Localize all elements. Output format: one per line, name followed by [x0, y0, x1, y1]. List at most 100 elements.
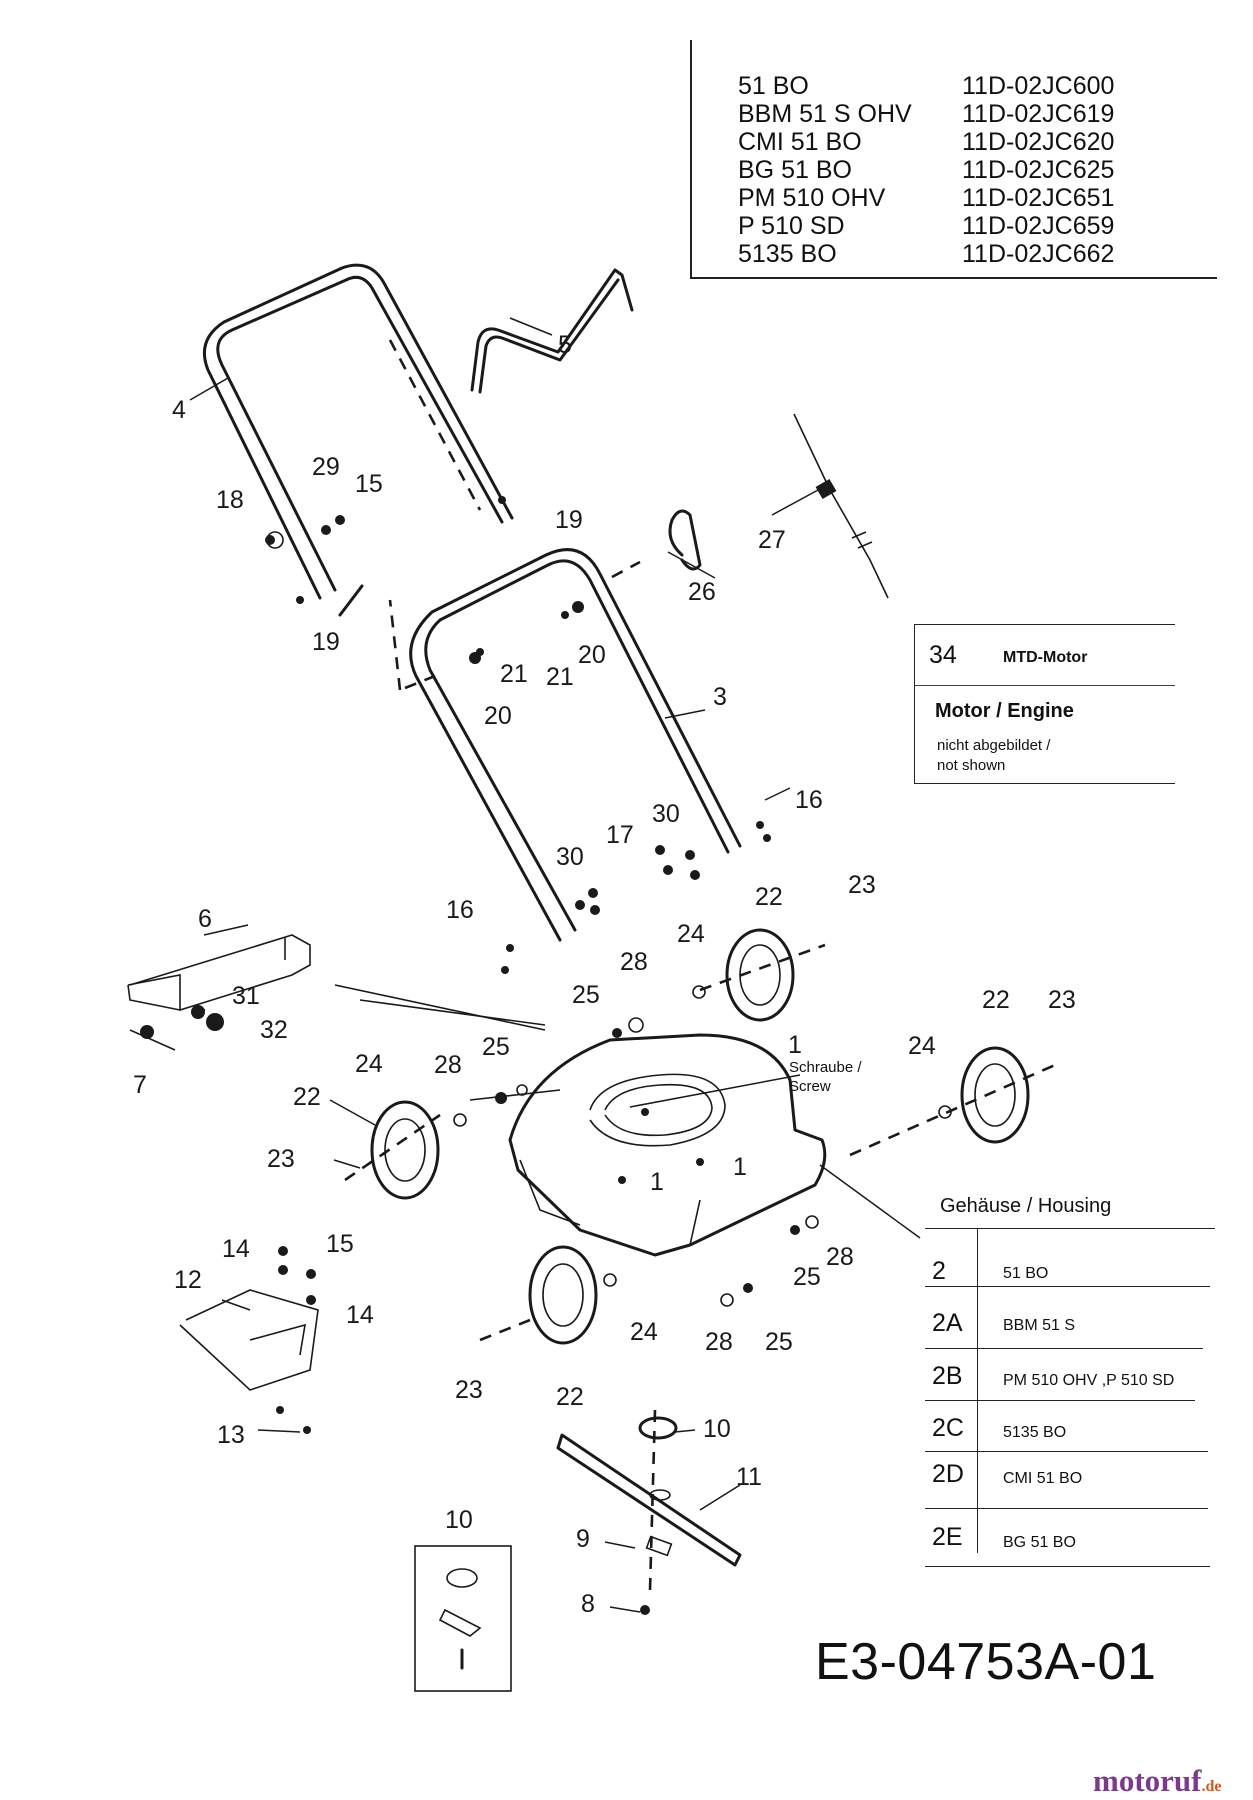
callout-label: 16	[795, 786, 823, 814]
callout-label: 21	[500, 660, 528, 688]
watermark-tld: .de	[1201, 1778, 1222, 1795]
model-code: 11D-02JC659	[962, 212, 1115, 240]
model-name: 5135 BO	[738, 240, 837, 268]
table-rule	[925, 1348, 1203, 1349]
housing-code: 2B	[932, 1362, 963, 1390]
callout-label: 29	[312, 453, 340, 481]
callout-label: 7	[133, 1071, 147, 1099]
callout-label: 25	[572, 981, 600, 1009]
housing-model: PM 510 OHV ,P 510 SD	[1003, 1372, 1175, 1389]
callout-label: 27	[758, 526, 786, 554]
table-rule	[925, 1451, 1208, 1452]
model-code: 11D-02JC625	[962, 156, 1115, 184]
callout-label: 4	[172, 396, 186, 424]
drawing-number: E3-04753A-01	[815, 1633, 1157, 1691]
housing-code: 2A	[932, 1309, 963, 1337]
screw-note-line1: Schraube /	[789, 1059, 862, 1076]
callout-label: 1	[650, 1168, 664, 1196]
callout-label: 28	[620, 948, 648, 976]
screw-note: Schraube / Screw	[789, 1058, 862, 1096]
callout-label: 12	[174, 1266, 202, 1294]
callout-label: 21	[546, 663, 574, 691]
callout-label: 24	[630, 1318, 658, 1346]
model-name: BBM 51 S OHV	[738, 100, 912, 128]
cable-clip-part	[668, 509, 702, 571]
watermark-main: motoruf	[1093, 1763, 1202, 1798]
engine-note-line2: not shown	[937, 757, 1006, 774]
control-bar-part	[470, 268, 634, 394]
housing-model: BBM 51 S	[1003, 1317, 1076, 1334]
model-name: P 510 SD	[738, 212, 845, 240]
callout-label: 30	[556, 843, 584, 871]
callout-label: 28	[826, 1243, 854, 1271]
rear-flap-bracket-part	[127, 934, 311, 1012]
table-column-rule	[977, 1228, 978, 1553]
screw-note-line2: Screw	[789, 1078, 831, 1095]
callout-label: 18	[216, 486, 244, 514]
callout-label: 25	[765, 1328, 793, 1356]
mulch-plug-part	[179, 1289, 319, 1391]
callout-label: 22	[755, 883, 783, 911]
housing-code: 2C	[932, 1414, 964, 1442]
callout-label: 17	[606, 821, 634, 849]
callout-label: 15	[355, 470, 383, 498]
engine-box-divider	[915, 685, 1175, 686]
callout-label: 23	[267, 1145, 295, 1173]
engine-info-box: 34 MTD-Motor Motor / Engine nicht abgebi…	[914, 624, 1175, 784]
blade-adapter-part	[638, 1416, 678, 1557]
model-name: PM 510 OHV	[738, 184, 886, 212]
callout-label: 28	[705, 1328, 733, 1356]
housing-model: 51 BO	[1003, 1265, 1049, 1282]
model-code: 11D-02JC662	[962, 240, 1115, 268]
callout-label: 28	[434, 1051, 462, 1079]
model-code: 11D-02JC620	[962, 128, 1115, 156]
table-rule	[925, 1566, 1210, 1567]
callout-label: 15	[326, 1230, 354, 1258]
model-code: 11D-02JC619	[962, 100, 1115, 128]
callout-label: 9	[576, 1525, 590, 1553]
model-name: 51 BO	[738, 72, 809, 100]
housing-variant-table: Gehäuse / Housing 2 51 BO 2A BBM 51 S 2B…	[925, 1185, 1215, 1567]
blade-part	[556, 1433, 742, 1567]
lower-handle-part	[388, 548, 742, 942]
callout-label: 23	[1048, 986, 1076, 1014]
callout-label: 24	[908, 1032, 936, 1060]
engine-part-number: 34	[929, 641, 957, 669]
housing-model: BG 51 BO	[1003, 1534, 1076, 1551]
model-name: BG 51 BO	[738, 156, 852, 184]
model-number-table: 51 BO 11D-02JC600 BBM 51 S OHV 11D-02JC6…	[690, 40, 1217, 279]
callout-label: 19	[312, 628, 340, 656]
wheel-part	[370, 928, 1030, 1345]
callout-label: 32	[260, 1016, 288, 1044]
callout-label: 22	[293, 1083, 321, 1111]
callout-label: 14	[346, 1301, 374, 1329]
adapter-kit-inset	[414, 1545, 512, 1692]
callout-label: 10	[703, 1415, 731, 1443]
callout-numbers: 4 5 29 15 18 19 19 27 26 21 21 20 20 3 3…	[133, 331, 1076, 1618]
callout-label: 20	[578, 641, 606, 669]
callout-label: 30	[652, 800, 680, 828]
leader-lines	[189, 317, 921, 1613]
callout-label: 19	[555, 506, 583, 534]
callout-label: 10	[445, 1506, 473, 1534]
callout-label: 23	[455, 1376, 483, 1404]
callout-label: 1	[733, 1153, 747, 1181]
model-code: 11D-02JC600	[962, 72, 1115, 100]
callout-label: 20	[484, 702, 512, 730]
housing-code: 2	[932, 1257, 946, 1285]
housing-code: 2E	[932, 1523, 963, 1551]
callout-label: 25	[793, 1263, 821, 1291]
table-rule	[925, 1400, 1195, 1401]
housing-model: CMI 51 BO	[1003, 1470, 1083, 1487]
watermark-logo: motoruf.de	[1093, 1763, 1221, 1799]
housing-title: Gehäuse / Housing	[940, 1195, 1112, 1217]
engine-note-line1: nicht abgebildet /	[937, 737, 1051, 754]
callout-label: 1	[788, 1031, 802, 1059]
model-name: CMI 51 BO	[738, 128, 862, 156]
engine-title: Motor / Engine	[935, 700, 1074, 722]
callout-label: 22	[556, 1383, 584, 1411]
housing-model: 5135 BO	[1003, 1424, 1067, 1441]
table-rule	[925, 1286, 1210, 1287]
housing-code: 2D	[932, 1460, 964, 1488]
